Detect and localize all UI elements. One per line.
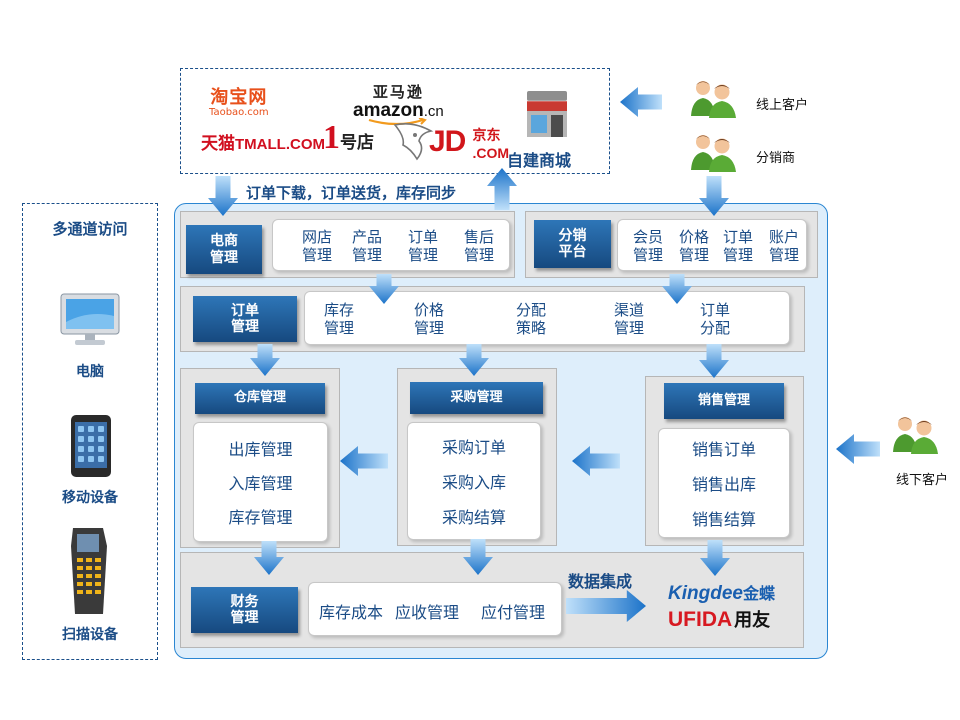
distribution-header[interactable]: 分销 平台 bbox=[534, 220, 611, 268]
warehouse-item-stock[interactable]: 库存管理 bbox=[228, 508, 293, 527]
purchase-header[interactable]: 采购管理 bbox=[410, 382, 543, 414]
jd-cn: 京东 bbox=[472, 128, 501, 144]
taobao-logo[interactable]: 淘宝网 Taobao.com bbox=[209, 83, 269, 118]
arrow-channel-to-ecommerce bbox=[208, 176, 238, 216]
distribution-item-price[interactable]: 价格 管理 bbox=[678, 228, 709, 264]
ecommerce-item-aftersale[interactable]: 售后 管理 bbox=[463, 228, 494, 264]
integration-label: 数据集成 bbox=[568, 572, 633, 591]
sales-header[interactable]: 销售管理 bbox=[664, 383, 784, 419]
sales-item-outbound[interactable]: 销售出库 bbox=[691, 474, 756, 494]
purchase-item-settlement[interactable]: 采购结算 bbox=[441, 507, 506, 527]
ecommerce-header[interactable]: 电商 管理 bbox=[186, 225, 262, 274]
finance-item-receivable[interactable]: 应收管理 bbox=[395, 603, 460, 622]
arrow-finance-to-integration bbox=[566, 590, 646, 622]
ufida-en: UFIDA bbox=[668, 608, 733, 631]
purchase-item-inbound[interactable]: 采购入库 bbox=[441, 472, 506, 492]
amazon-logo[interactable]: 亚马逊 amazon.cn bbox=[353, 81, 444, 126]
mobile-device-icon bbox=[71, 415, 111, 477]
arrow-offline-to-sales bbox=[836, 434, 880, 464]
ufida-cn: 用友 bbox=[734, 610, 771, 631]
arrow-sales-to-purchase bbox=[572, 446, 620, 476]
sales-item-order[interactable]: 销售订单 bbox=[691, 440, 756, 460]
channels-box: 淘宝网 Taobao.com 亚马逊 amazon.cn 天猫TMALL.COM… bbox=[180, 68, 610, 174]
arrow-order-to-warehouse bbox=[250, 344, 280, 376]
finance-items-box: 库存成本 应收管理 应付管理 bbox=[308, 582, 562, 636]
ecommerce-item-shop[interactable]: 网店 管理 bbox=[301, 228, 332, 264]
kingdee-en: Kingdee bbox=[668, 583, 743, 604]
access-title: 多通道访问 bbox=[52, 220, 128, 238]
device-computer-label: 电脑 bbox=[76, 364, 104, 380]
tmall-logo[interactable]: 天猫TMALL.COM bbox=[201, 129, 325, 154]
arrow-purchase-to-warehouse bbox=[340, 446, 388, 476]
taobao-en: Taobao.com bbox=[209, 107, 269, 118]
offline-customer-icon bbox=[893, 417, 938, 454]
amazon-suffix: .cn bbox=[423, 103, 444, 120]
finance-item-cost[interactable]: 库存成本 bbox=[319, 603, 384, 622]
device-mobile-label: 移动设备 bbox=[62, 490, 118, 506]
arrow-distribution-to-order bbox=[662, 274, 692, 304]
arrow-warehouse-to-finance bbox=[254, 541, 284, 575]
taobao-cn: 淘宝网 bbox=[210, 87, 268, 108]
ecommerce-item-product[interactable]: 产品 管理 bbox=[351, 228, 382, 264]
scanner-icon bbox=[71, 528, 107, 614]
kingdee-logo[interactable]: Kingdee金蝶 bbox=[668, 580, 775, 605]
arrow-online-to-channels bbox=[620, 87, 662, 117]
ecommerce-items-box: 网店 管理 产品 管理 订单 管理 售后 管理 bbox=[272, 219, 510, 271]
order-item-strategy[interactable]: 分配 策略 bbox=[515, 301, 546, 337]
arrow-ecommerce-to-order bbox=[369, 274, 399, 304]
order-item-channel[interactable]: 渠道 管理 bbox=[613, 301, 644, 337]
distribution-item-member[interactable]: 会员 管理 bbox=[632, 228, 663, 264]
arrow-order-to-purchase bbox=[459, 344, 489, 376]
purchase-item-order[interactable]: 采购订单 bbox=[441, 438, 506, 458]
ecommerce-item-order[interactable]: 订单 管理 bbox=[407, 228, 438, 264]
offline-customer-label: 线下客户 bbox=[896, 473, 949, 488]
jd-logo[interactable]: JD 京东 .COM bbox=[429, 125, 509, 161]
sales-items-box: 销售订单 销售出库 销售结算 bbox=[658, 428, 790, 538]
warehouse-header[interactable]: 仓库管理 bbox=[195, 383, 325, 414]
order-item-inventory[interactable]: 库存 管理 bbox=[323, 301, 354, 337]
own-store-label[interactable]: 自建商城 bbox=[507, 151, 572, 170]
arrow-order-to-sales bbox=[699, 344, 729, 378]
arrow-sales-to-finance bbox=[700, 540, 730, 576]
yihaodian-big: 1 bbox=[323, 119, 340, 156]
finance-header[interactable]: 财务 管理 bbox=[191, 587, 298, 633]
distribution-item-account[interactable]: 账户 管理 bbox=[768, 228, 799, 264]
order-item-allocation[interactable]: 订单 分配 bbox=[699, 301, 730, 337]
sync-label: 订单下载，订单送货，库存同步 bbox=[246, 184, 457, 202]
arrow-purchase-to-finance bbox=[463, 539, 493, 575]
jd-dotcom: .COM bbox=[472, 145, 510, 161]
order-item-price[interactable]: 价格 管理 bbox=[413, 301, 444, 337]
tmall-en: TMALL.COM bbox=[235, 136, 325, 153]
distributor-label: 分销商 bbox=[756, 151, 796, 166]
arrow-ecommerce-to-channel bbox=[487, 168, 517, 210]
online-customer-icon bbox=[691, 81, 736, 118]
jd-dog-icon bbox=[393, 123, 434, 161]
kingdee-cn: 金蝶 bbox=[742, 584, 775, 603]
amazon-en: amazon bbox=[353, 100, 424, 121]
warehouse-items-box: 出库管理 入库管理 库存管理 bbox=[193, 422, 328, 542]
jd-en: JD bbox=[429, 125, 466, 158]
purchase-items-box: 采购订单 采购入库 采购结算 bbox=[407, 422, 541, 540]
access-panel: 多通道访问 电脑 移动设备 扫描设备 bbox=[22, 203, 158, 660]
distribution-item-order[interactable]: 订单 管理 bbox=[722, 228, 753, 264]
warehouse-item-outbound[interactable]: 出库管理 bbox=[228, 440, 293, 459]
sales-item-settlement[interactable]: 销售结算 bbox=[691, 509, 756, 529]
yihaodian-logo[interactable]: 1号店 bbox=[323, 119, 374, 157]
finance-item-payable[interactable]: 应付管理 bbox=[481, 603, 546, 622]
distributor-icon bbox=[691, 135, 736, 172]
yihaodian-small: 号店 bbox=[340, 133, 374, 153]
computer-icon bbox=[60, 293, 120, 345]
distribution-items-box: 会员 管理 价格 管理 订单 管理 账户 管理 bbox=[617, 219, 807, 271]
online-customer-label: 线上客户 bbox=[756, 98, 809, 113]
store-icon bbox=[527, 91, 567, 137]
tmall-cn: 天猫 bbox=[201, 134, 235, 154]
amazon-cn: 亚马逊 bbox=[372, 83, 424, 101]
device-scanner-label: 扫描设备 bbox=[62, 627, 118, 643]
warehouse-item-inbound[interactable]: 入库管理 bbox=[228, 474, 293, 493]
arrow-distributor-to-platform bbox=[699, 176, 729, 216]
order-header[interactable]: 订单 管理 bbox=[193, 296, 297, 342]
